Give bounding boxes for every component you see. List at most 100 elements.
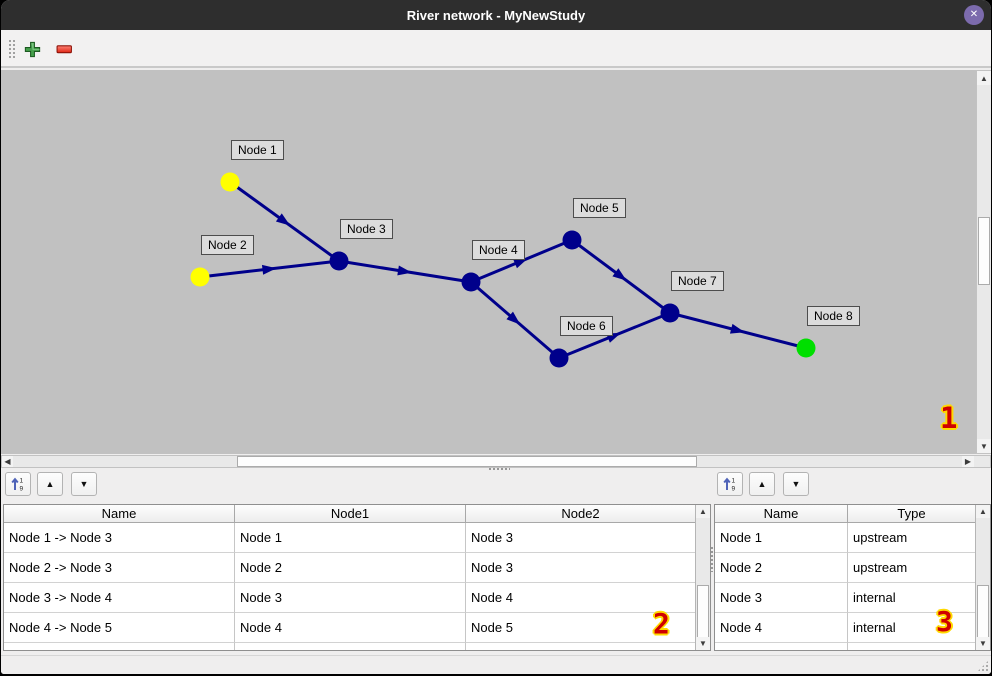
nodes-table-scrollbar[interactable]: ▲ ▼ xyxy=(975,505,990,650)
table-cell[interactable]: Node 4 xyxy=(235,613,466,643)
scroll-up-icon[interactable]: ▲ xyxy=(696,505,710,518)
canvas-marker: 1 xyxy=(940,401,958,435)
table-row[interactable] xyxy=(715,643,975,650)
vertical-splitter-handle[interactable] xyxy=(710,546,715,572)
links-table-marker: 2 xyxy=(653,607,670,640)
titlebar: River network - MyNewStudy ✕ xyxy=(1,0,991,30)
scroll-down-icon[interactable]: ▼ xyxy=(976,637,990,650)
svg-text:9: 9 xyxy=(732,486,736,493)
node-node2[interactable] xyxy=(190,267,210,287)
arrowhead-icon xyxy=(397,265,412,276)
node-label: Node 7 xyxy=(671,271,724,291)
plus-icon xyxy=(24,41,40,57)
column-header[interactable]: Type xyxy=(848,505,975,523)
table-cell[interactable]: Node 2 -> Node 3 xyxy=(4,553,235,583)
remove-node-button[interactable] xyxy=(54,39,74,59)
arrowhead-icon xyxy=(729,323,745,334)
table-cell[interactable] xyxy=(848,643,975,650)
hscroll-thumb[interactable] xyxy=(237,456,697,467)
table-cell[interactable]: Node 3 -> Node 4 xyxy=(4,583,235,613)
scroll-up-icon[interactable]: ▲ xyxy=(977,71,991,85)
table-cell[interactable]: internal xyxy=(848,613,975,643)
node-node3[interactable] xyxy=(329,251,349,271)
column-header[interactable]: Node1 xyxy=(235,505,466,523)
arrowhead-icon xyxy=(506,311,521,325)
canvas-vscrollbar[interactable]: ▲ ▼ xyxy=(976,70,991,454)
node-node4[interactable] xyxy=(461,272,481,292)
table-cell[interactable]: upstream xyxy=(848,553,975,583)
table-cell[interactable] xyxy=(715,643,848,650)
node-label: Node 5 xyxy=(573,198,626,218)
node-label: Node 2 xyxy=(201,235,254,255)
table-cell[interactable]: Node 5 xyxy=(466,613,695,643)
table-cell[interactable]: Node 4 xyxy=(715,613,848,643)
move-node-down-button[interactable]: ▼ xyxy=(783,472,809,496)
links-scroll-thumb[interactable] xyxy=(697,585,709,638)
table-cell[interactable]: Node 4 xyxy=(466,583,695,613)
node-node7[interactable] xyxy=(660,303,680,323)
column-header[interactable]: Node2 xyxy=(466,505,695,523)
table-cell[interactable]: Node 3 xyxy=(715,583,848,613)
edges-layer xyxy=(199,180,807,360)
node-node5[interactable] xyxy=(562,230,582,250)
table-cell[interactable]: Node 2 xyxy=(235,553,466,583)
resize-grip[interactable] xyxy=(977,660,989,672)
table-cell[interactable] xyxy=(235,643,466,650)
table-row[interactable] xyxy=(4,643,695,650)
scroll-left-icon[interactable]: ◀ xyxy=(2,456,13,467)
node-label: Node 4 xyxy=(472,240,525,260)
close-icon[interactable]: ✕ xyxy=(964,5,984,25)
table-cell[interactable]: Node 3 xyxy=(466,553,695,583)
table-cell[interactable] xyxy=(466,643,695,650)
node-node6[interactable] xyxy=(549,348,569,368)
svg-text:1: 1 xyxy=(20,478,24,485)
table-cell[interactable]: upstream xyxy=(848,523,975,553)
move-node-up-button[interactable]: ▲ xyxy=(749,472,775,496)
main-toolbar xyxy=(1,30,991,68)
move-link-down-button[interactable]: ▼ xyxy=(71,472,97,496)
add-node-button[interactable] xyxy=(22,39,42,59)
sort-nodes-button[interactable]: 1 9 xyxy=(717,472,743,496)
column-header[interactable]: Name xyxy=(4,505,235,523)
column-header[interactable]: Name xyxy=(715,505,848,523)
table-cell[interactable]: Node 1 xyxy=(235,523,466,553)
svg-text:1: 1 xyxy=(732,478,736,485)
sort-links-button[interactable]: 1 9 xyxy=(5,472,31,496)
vscroll-thumb[interactable] xyxy=(978,217,990,285)
scroll-down-icon[interactable]: ▼ xyxy=(696,637,710,650)
node-label: Node 8 xyxy=(807,306,860,326)
table-cell[interactable]: internal xyxy=(848,583,975,613)
node-label: Node 6 xyxy=(560,316,613,336)
table-cell[interactable]: Node 4 -> Node 5 xyxy=(4,613,235,643)
node-node8[interactable] xyxy=(796,338,816,358)
scroll-right-icon[interactable]: ▶ xyxy=(962,456,974,467)
node-node1[interactable] xyxy=(220,172,240,192)
table-cell[interactable]: Node 3 xyxy=(466,523,695,553)
table-cell[interactable]: Node 2 xyxy=(715,553,848,583)
move-link-up-button[interactable]: ▲ xyxy=(37,472,63,496)
horizontal-splitter-handle[interactable] xyxy=(488,467,510,471)
scroll-down-icon[interactable]: ▼ xyxy=(977,439,991,453)
table-cell[interactable]: Node 3 xyxy=(235,583,466,613)
table-cell[interactable]: Node 1 -> Node 3 xyxy=(4,523,235,553)
table-cell[interactable]: Node 1 xyxy=(715,523,848,553)
scroll-up-icon[interactable]: ▲ xyxy=(976,505,990,518)
node-label: Node 1 xyxy=(231,140,284,160)
nodes-scroll-thumb[interactable] xyxy=(977,585,989,638)
links-table-scrollbar[interactable]: ▲ ▼ xyxy=(695,505,710,650)
table-cell[interactable] xyxy=(4,643,235,650)
toolbar-drag-handle xyxy=(8,39,15,60)
